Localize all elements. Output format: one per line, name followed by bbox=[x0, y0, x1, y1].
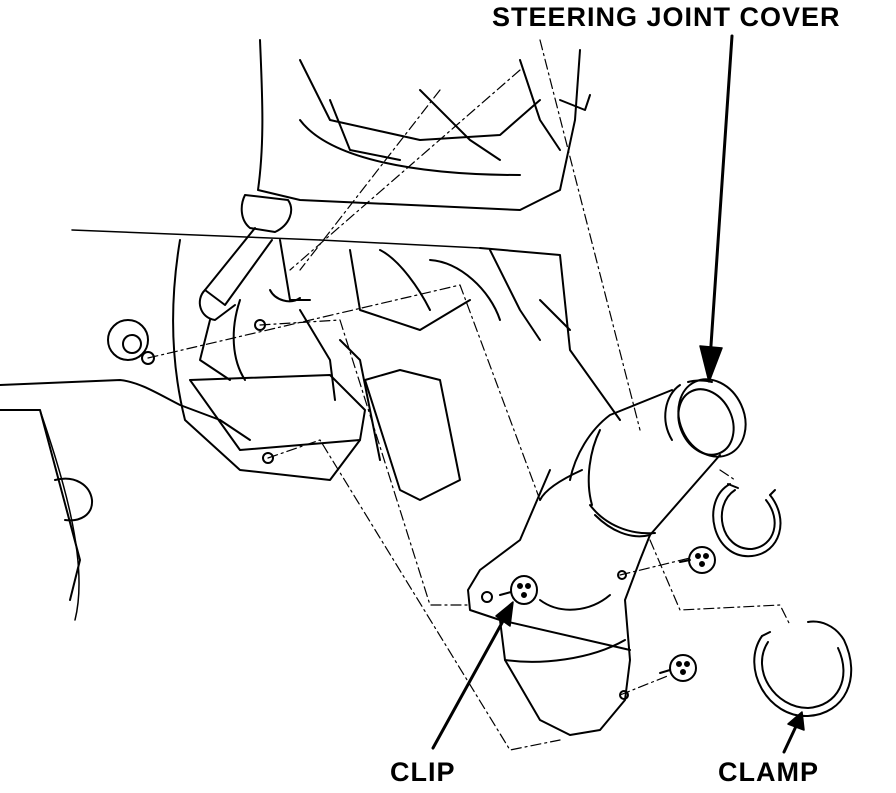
steering-joint-cover bbox=[467, 378, 747, 736]
clamp-upper bbox=[712, 483, 782, 558]
mounting-eye bbox=[107, 319, 274, 464]
steering-shaft bbox=[198, 194, 311, 381]
clamp-lower bbox=[753, 620, 853, 718]
clip-label: CLIP bbox=[390, 757, 456, 787]
clip-middle bbox=[499, 575, 538, 605]
clip-lower bbox=[659, 654, 697, 682]
steering-joint-cover-label: STEERING JOINT COVER bbox=[492, 2, 841, 32]
clip-upper bbox=[679, 546, 716, 574]
exploded-guide-lines bbox=[147, 39, 791, 751]
dashboard-structure bbox=[0, 39, 621, 621]
clamp-label: CLAMP bbox=[718, 757, 819, 787]
callout-arrows bbox=[431, 34, 805, 754]
